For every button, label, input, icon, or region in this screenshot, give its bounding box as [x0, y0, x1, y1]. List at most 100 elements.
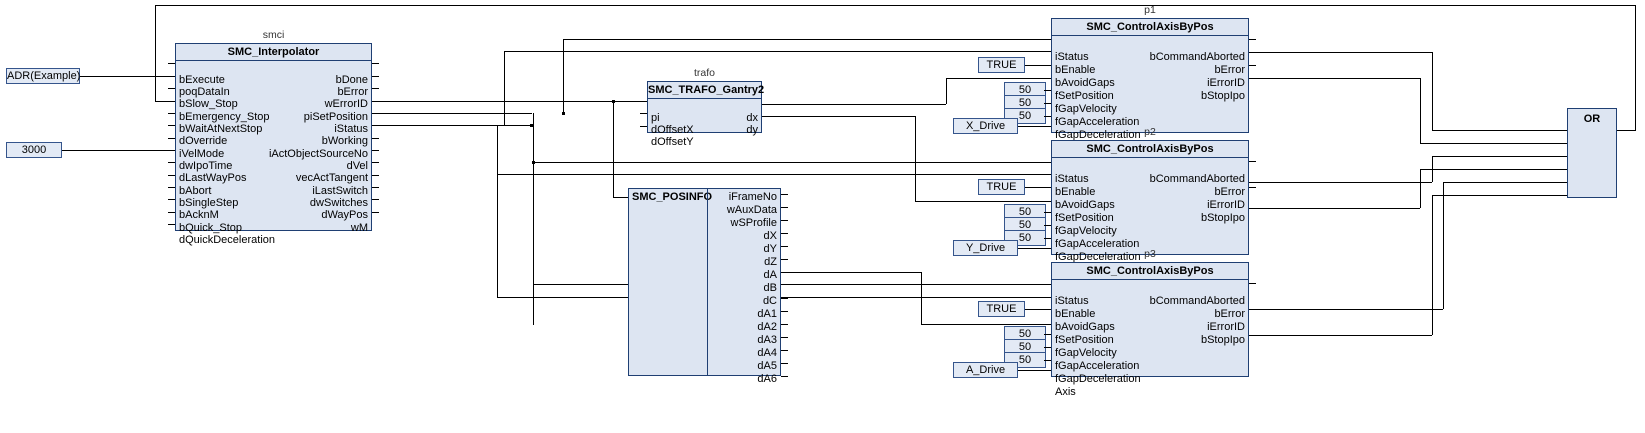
pin-out-dX[interactable]: dX: [763, 230, 777, 242]
pin-in-p3-fSetPosition[interactable]: fSetPosition: [1055, 334, 1114, 346]
pin-in-dOffsetX[interactable]: dOffsetX: [651, 124, 694, 136]
pin-in-bExecute[interactable]: bExecute: [179, 74, 225, 86]
pin-out-dY[interactable]: dY: [763, 243, 777, 255]
pin-out-p1-bStopIpo[interactable]: bStopIpo: [1200, 90, 1245, 102]
block-p2-control-axis-by-pos[interactable]: p2 SMC_ControlAxisByPos iStatus bEnable …: [1051, 126, 1249, 276]
pin-in-bAcknM[interactable]: bAcknM: [179, 209, 219, 221]
pin-in-poqDataIn[interactable]: poqDataIn: [179, 86, 230, 98]
pin-out-dA4[interactable]: dA4: [757, 347, 777, 359]
pin-out-p1-bError[interactable]: bError: [1214, 64, 1245, 76]
pin-in-dQuickDeceleration[interactable]: dQuickDeceleration: [179, 234, 275, 246]
pin-out-dA2[interactable]: dA2: [757, 321, 777, 333]
block-or[interactable]: OR: [1567, 108, 1617, 198]
pin-out-dZ[interactable]: dZ: [764, 256, 777, 268]
pin-in-p2-bAvoidGaps[interactable]: bAvoidGaps: [1055, 199, 1115, 211]
pin-out-p3-bStopIpo[interactable]: bStopIpo: [1200, 334, 1245, 346]
pin-out-bError[interactable]: bError: [337, 86, 368, 98]
pin-out-dx[interactable]: dx: [746, 112, 758, 124]
pin-in-p2-fGapVelocity[interactable]: fGapVelocity: [1055, 225, 1117, 237]
block-p1-control-axis-by-pos[interactable]: p1 SMC_ControlAxisByPos iStatus bEnable …: [1051, 4, 1249, 154]
pin-in-p3-fGapDeceleration[interactable]: fGapDeceleration: [1055, 373, 1141, 385]
pin-out-p2-bCommandAborted[interactable]: bCommandAborted: [1149, 173, 1245, 185]
pin-out-p3-iErrorID[interactable]: iErrorID: [1207, 321, 1245, 333]
pin-out-dA[interactable]: dA: [763, 269, 777, 281]
pin-in-dOverride[interactable]: dOverride: [179, 135, 228, 147]
pin-in-iVelMode[interactable]: iVelMode: [179, 148, 225, 160]
pin-out-p3-bCommandAborted[interactable]: bCommandAborted: [1149, 295, 1245, 307]
pin-out-wM[interactable]: wM: [350, 222, 368, 234]
literal-axis-p1[interactable]: X_Drive: [953, 118, 1018, 134]
literal-gapacc-p1[interactable]: 50: [1004, 95, 1046, 111]
pin-out-p2-bError[interactable]: bError: [1214, 186, 1245, 198]
pin-in-bSlow_Stop[interactable]: bSlow_Stop: [179, 98, 238, 110]
pin-out-dA6[interactable]: dA6: [757, 373, 777, 385]
pin-out-iStatus[interactable]: iStatus: [334, 123, 368, 135]
pin-out-piSetPosition[interactable]: piSetPosition: [303, 111, 368, 123]
pin-in-p3-fGapAcceleration[interactable]: fGapAcceleration: [1055, 360, 1140, 372]
block-p3-control-axis-by-pos[interactable]: p3 SMC_ControlAxisByPos iStatus bEnable …: [1051, 248, 1249, 398]
pin-in-dwIpoTime[interactable]: dwIpoTime: [179, 160, 233, 172]
pin-out-wSProfile[interactable]: wSProfile: [730, 217, 777, 229]
pin-in-p1-fSetPosition[interactable]: fSetPosition: [1055, 90, 1114, 102]
pin-out-p2-bStopIpo[interactable]: bStopIpo: [1200, 212, 1245, 224]
pin-in-p2-fSetPosition[interactable]: fSetPosition: [1055, 212, 1114, 224]
pin-in-p1-fGapVelocity[interactable]: fGapVelocity: [1055, 103, 1117, 115]
literal-true-p3[interactable]: TRUE: [978, 301, 1025, 317]
block-smc-trafo-gantry2[interactable]: trafo SMC_TRAFO_Gantry2 pi dOffsetX dOff…: [647, 67, 764, 148]
pin-out-dVel[interactable]: dVel: [346, 160, 368, 172]
pin-in-p2-fGapAcceleration[interactable]: fGapAcceleration: [1055, 238, 1140, 250]
block-smc-interpolator[interactable]: smci SMC_Interpolator bExecute poqDataIn…: [175, 29, 372, 246]
pin-in-p2-iStatus[interactable]: iStatus: [1055, 173, 1089, 185]
pin-out-bWorking[interactable]: bWorking: [321, 135, 368, 147]
pin-out-wAuxData[interactable]: wAuxData: [726, 204, 777, 216]
literal-ipo-time[interactable]: 3000: [6, 142, 62, 158]
pin-in-bWaitAtNextStop[interactable]: bWaitAtNextStop: [179, 123, 263, 135]
pin-out-p3-bError[interactable]: bError: [1214, 308, 1245, 320]
pin-out-dy[interactable]: dy: [746, 124, 758, 136]
pin-in-bAbort[interactable]: bAbort: [179, 185, 212, 197]
pin-out-vecActTangent[interactable]: vecActTangent: [295, 172, 368, 184]
pin-in-bSingleStep[interactable]: bSingleStep: [179, 197, 239, 209]
pin-in-dOffsetY[interactable]: dOffsetY: [651, 136, 694, 148]
literal-gapvel-p1[interactable]: 50: [1004, 82, 1046, 98]
pin-in-p1-fGapAcceleration[interactable]: fGapAcceleration: [1055, 116, 1140, 128]
pin-in-p1-bEnable[interactable]: bEnable: [1055, 64, 1096, 76]
pin-out-iActObjectSourceNo[interactable]: iActObjectSourceNo: [268, 148, 368, 160]
pin-out-p2-iErrorID[interactable]: iErrorID: [1207, 199, 1245, 211]
pin-in-p3-bEnable[interactable]: bEnable: [1055, 308, 1096, 320]
pin-out-dA5[interactable]: dA5: [757, 360, 777, 372]
pin-in-p3-iStatus[interactable]: iStatus: [1055, 295, 1089, 307]
pin-in-bQuick_Stop[interactable]: bQuick_Stop: [179, 222, 242, 234]
literal-axis-p2[interactable]: Y_Drive: [953, 240, 1018, 256]
pin-in-bEmergency_Stop[interactable]: bEmergency_Stop: [179, 111, 270, 123]
pin-out-wErrorID[interactable]: wErrorID: [324, 98, 368, 110]
pin-out-dA3[interactable]: dA3: [757, 334, 777, 346]
pin-out-dC[interactable]: dC: [762, 295, 777, 307]
block-smc-posinfo[interactable]: SMC_POSINFO iFrameNo wAuxData wSProfile …: [628, 188, 781, 385]
pin-out-dwSwitches[interactable]: dwSwitches: [309, 197, 368, 209]
pin-in-dLastWayPos[interactable]: dLastWayPos: [179, 172, 247, 184]
pin-out-bDone[interactable]: bDone: [335, 74, 368, 86]
pin-in-p1-iStatus[interactable]: iStatus: [1055, 51, 1089, 63]
pin-out-dWayPos[interactable]: dWayPos: [321, 209, 368, 221]
pin-in-p3-fGapVelocity[interactable]: fGapVelocity: [1055, 347, 1117, 359]
pin-in-p1-bAvoidGaps[interactable]: bAvoidGaps: [1055, 77, 1115, 89]
pin-in-p1-fGapDeceleration[interactable]: fGapDeceleration: [1055, 129, 1141, 141]
literal-true-p1[interactable]: TRUE: [978, 57, 1025, 73]
literal-axis-p3[interactable]: A_Drive: [953, 362, 1018, 378]
literal-true-p2[interactable]: TRUE: [978, 179, 1025, 195]
pin-out-dA1[interactable]: dA1: [757, 308, 777, 320]
pin-in-p2-bEnable[interactable]: bEnable: [1055, 186, 1096, 198]
pin-in-p3-bAvoidGaps[interactable]: bAvoidGaps: [1055, 321, 1115, 333]
pin-out-p1-bCommandAborted[interactable]: bCommandAborted: [1149, 51, 1245, 63]
pin-out-iFrameNo[interactable]: iFrameNo: [728, 191, 777, 203]
literal-gapacc-p2[interactable]: 50: [1004, 217, 1046, 233]
pin-out-iLastSwitch[interactable]: iLastSwitch: [312, 185, 368, 197]
pin-out-p1-iErrorID[interactable]: iErrorID: [1207, 77, 1245, 89]
pin-in-pi[interactable]: pi: [651, 112, 660, 124]
literal-adr-example[interactable]: ADR(Example): [6, 68, 81, 84]
pin-in-p3-Axis[interactable]: Axis: [1055, 386, 1076, 398]
pin-out-dB[interactable]: dB: [763, 282, 777, 294]
pin-in-p2-fGapDeceleration[interactable]: fGapDeceleration: [1055, 251, 1141, 263]
